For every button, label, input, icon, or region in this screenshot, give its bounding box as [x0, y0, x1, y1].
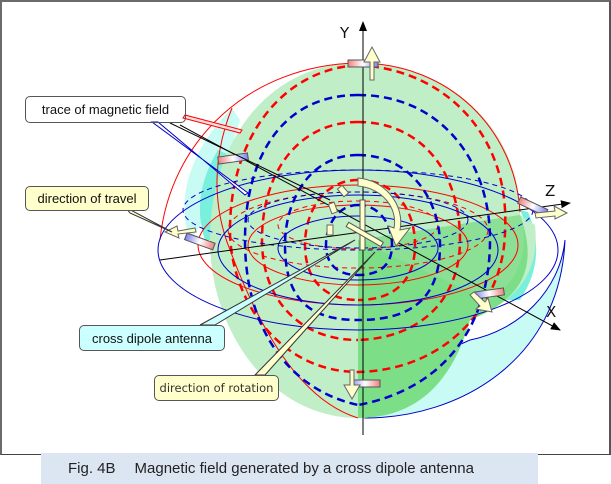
- z-axis-label: Z: [545, 182, 555, 200]
- callout-leaders: [124, 114, 376, 376]
- trace-of-magnetic-field-callout: trace of magnetic field: [25, 96, 186, 123]
- callout-label: trace of magnetic field: [41, 102, 170, 117]
- rotation-arrow: [326, 177, 412, 247]
- callout-label: direction of rotation: [159, 381, 274, 395]
- callout-label: direction of travel: [37, 191, 137, 206]
- direction-of-travel-callout: direction of travel: [25, 186, 149, 211]
- cross-dipole-antenna: [345, 199, 385, 251]
- figure-caption-text: Magnetic field generated by a cross dipo…: [134, 460, 474, 477]
- y-axis-label: Y: [339, 24, 350, 42]
- direction-of-rotation-callout: direction of rotation: [154, 375, 279, 401]
- callout-label: cross dipole antenna: [92, 330, 212, 346]
- cross-dipole-antenna-callout: cross dipole antenna: [79, 325, 225, 351]
- x-axis-label: X: [546, 303, 556, 321]
- travel-arrows: [163, 45, 569, 401]
- figure-number: Fig. 4B: [68, 460, 116, 477]
- magnetic-field-diagram: Y Z X: [124, 21, 571, 435]
- figure-caption: Fig. 4B Magnetic field generated by a cr…: [41, 453, 538, 484]
- magnet-markers: [183, 59, 549, 388]
